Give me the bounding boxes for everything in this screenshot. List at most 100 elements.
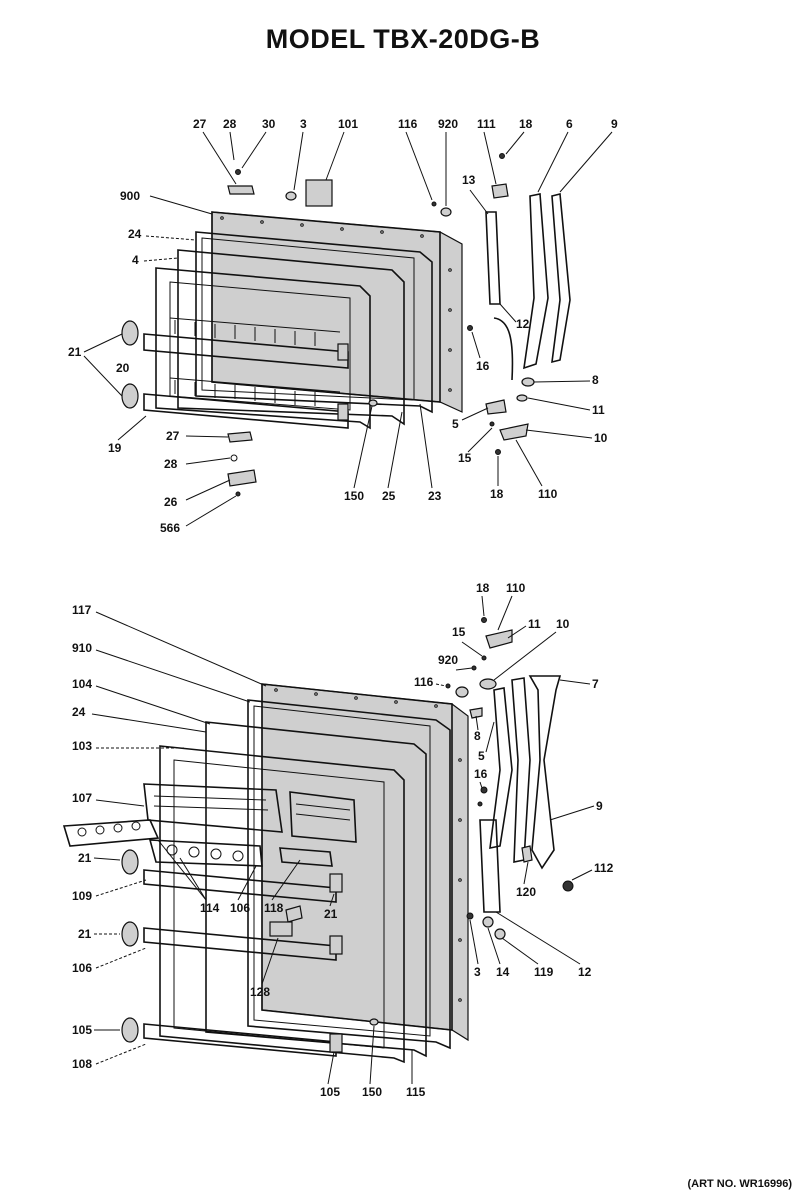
callout: 920 bbox=[438, 117, 458, 131]
callout: 111 bbox=[477, 117, 496, 131]
handle-trim-lower bbox=[528, 675, 562, 870]
callout: 18 bbox=[519, 117, 533, 131]
callout: 30 bbox=[262, 117, 276, 131]
callout: 27 bbox=[193, 117, 207, 131]
callout: 5 bbox=[478, 749, 485, 763]
callout: 150 bbox=[362, 1085, 382, 1099]
shelf-cap-left-upper bbox=[121, 320, 139, 346]
callout: 566 bbox=[160, 521, 180, 535]
bottom-hinge-plate bbox=[485, 399, 507, 415]
callout: 3 bbox=[474, 965, 481, 979]
callout: 106 bbox=[72, 961, 92, 975]
inner-liner bbox=[155, 267, 371, 430]
callout: 117 bbox=[72, 603, 92, 617]
handle-trim bbox=[551, 192, 571, 364]
callout: 12 bbox=[516, 317, 530, 331]
callout: 900 bbox=[120, 189, 140, 203]
callout: 21 bbox=[324, 907, 338, 921]
callout: 105 bbox=[72, 1023, 92, 1037]
bracket-27-lower bbox=[227, 431, 253, 443]
callout: 14 bbox=[496, 965, 510, 979]
butter-tray bbox=[279, 847, 333, 867]
callout: 103 bbox=[72, 739, 92, 753]
inner-liner bbox=[159, 745, 405, 1064]
callout: 24 bbox=[128, 227, 142, 241]
callout: 6 bbox=[566, 117, 573, 131]
callout: 18 bbox=[490, 487, 504, 501]
callout: 23 bbox=[428, 489, 442, 503]
callout: 118 bbox=[264, 901, 284, 915]
callout: 4 bbox=[132, 253, 139, 267]
upper-door-assembly bbox=[121, 153, 571, 497]
door-liner bbox=[205, 721, 427, 1058]
plug-button bbox=[285, 191, 297, 201]
callout: 11 bbox=[592, 403, 605, 417]
diagram-title: MODEL TBX-20DG-B bbox=[265, 24, 541, 54]
handle-lower bbox=[511, 677, 531, 863]
art-number: (ART NO. WR16996) bbox=[687, 1178, 792, 1190]
callout: 25 bbox=[382, 489, 396, 503]
door-shelf-1 bbox=[143, 869, 337, 903]
callout: 112 bbox=[594, 861, 614, 875]
callout: 28 bbox=[164, 457, 178, 471]
shelf-lower bbox=[143, 377, 349, 429]
callout: 119 bbox=[534, 965, 554, 979]
callout: 101 bbox=[338, 117, 358, 131]
callout: 110 bbox=[506, 581, 526, 595]
callout: 128 bbox=[250, 985, 270, 999]
hinge-cover bbox=[305, 179, 333, 207]
callout: 8 bbox=[592, 373, 599, 387]
callout: 11 bbox=[528, 617, 541, 631]
callout: 107 bbox=[72, 791, 92, 805]
egg-tray bbox=[62, 819, 263, 867]
door-gasket bbox=[195, 231, 433, 414]
shelf-cap-left-lower bbox=[121, 383, 139, 409]
callout: 120 bbox=[516, 885, 536, 899]
handle-strip-13 bbox=[485, 211, 501, 305]
callout: 21 bbox=[78, 851, 92, 865]
door-shelf-3 bbox=[143, 1023, 337, 1057]
callout: 104 bbox=[72, 677, 92, 691]
callout: 13 bbox=[462, 173, 476, 187]
callout: 910 bbox=[72, 641, 92, 655]
callout: 16 bbox=[474, 767, 488, 781]
callout: 108 bbox=[72, 1057, 92, 1071]
bracket-26 bbox=[227, 469, 257, 487]
callout: 106 bbox=[230, 901, 250, 915]
callout: 19 bbox=[108, 441, 122, 455]
callout: 24 bbox=[72, 705, 86, 719]
callout: 109 bbox=[72, 889, 92, 903]
hinge-bracket-top bbox=[227, 185, 255, 195]
callout: 26 bbox=[164, 495, 178, 509]
callout: 15 bbox=[458, 451, 472, 465]
door-gasket bbox=[247, 699, 451, 1050]
label-128 bbox=[269, 921, 293, 937]
handle-strip-5 bbox=[489, 687, 513, 850]
callout: 16 bbox=[476, 359, 490, 373]
callout: 10 bbox=[594, 431, 608, 445]
callout: 3 bbox=[300, 117, 307, 131]
door-handle bbox=[523, 193, 549, 370]
upper-callouts: 27 28 30 3 101 116 920 111 18 6 9 900 13… bbox=[68, 117, 618, 535]
top-hinge-pin bbox=[491, 183, 509, 199]
callout: 12 bbox=[578, 965, 592, 979]
callout: 7 bbox=[592, 677, 599, 691]
callout: 115 bbox=[406, 1085, 426, 1099]
callout: 116 bbox=[398, 117, 418, 131]
door-shelf-2 bbox=[143, 927, 337, 961]
callout: 10 bbox=[556, 617, 570, 631]
dairy-door bbox=[143, 783, 357, 843]
callout: 20 bbox=[116, 361, 130, 375]
callout: 28 bbox=[223, 117, 237, 131]
callout: 21 bbox=[68, 345, 82, 359]
callout: 8 bbox=[474, 729, 481, 743]
lower-door-assembly bbox=[62, 617, 574, 1064]
callout: 116 bbox=[414, 675, 434, 689]
outer-door-panel bbox=[261, 683, 469, 1042]
callout: 9 bbox=[611, 117, 618, 131]
lower-callouts: 117 910 104 24 103 107 21 109 21 106 105… bbox=[72, 581, 614, 1099]
callout: 5 bbox=[452, 417, 459, 431]
door-liner bbox=[177, 249, 405, 426]
callout: 150 bbox=[344, 489, 364, 503]
